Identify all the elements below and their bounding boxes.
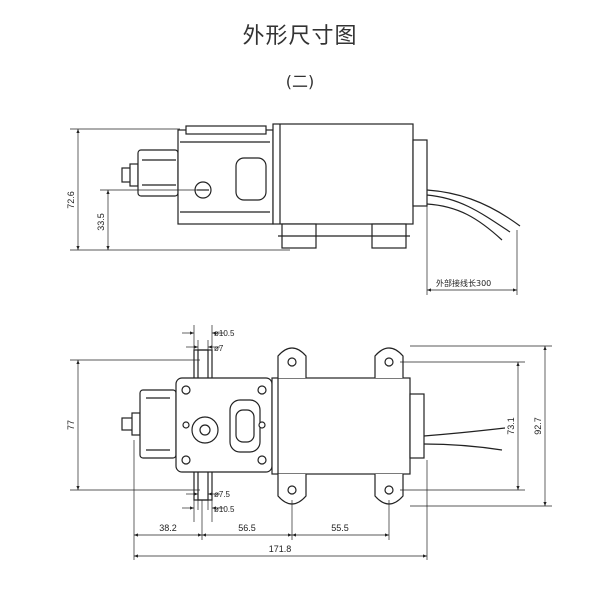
dim-seg-56-5: 56.5 bbox=[238, 523, 256, 533]
mount-ear-bl bbox=[277, 474, 307, 505]
side-dimensions bbox=[70, 128, 518, 295]
motor-endcap bbox=[412, 139, 428, 207]
dia-inner-top: ø7 bbox=[214, 344, 224, 353]
outlet-port-bottom bbox=[193, 469, 213, 501]
page-subtitle: (二) bbox=[285, 72, 315, 91]
mount-ear-tl bbox=[277, 347, 307, 378]
dim-seg-55-5: 55.5 bbox=[331, 523, 349, 533]
motor-body bbox=[272, 123, 414, 225]
top-dimensions bbox=[70, 325, 552, 560]
top-view bbox=[121, 347, 506, 505]
top-motor-endcap bbox=[409, 393, 425, 459]
dia-inner-bottom: ø7.5 bbox=[214, 490, 231, 499]
mount-ear-tr bbox=[374, 347, 404, 378]
wire-length-note: 外部接线长300 bbox=[436, 278, 491, 288]
outlet-port-top bbox=[193, 349, 213, 381]
top-pump-head bbox=[139, 389, 177, 459]
dim-total-171-8: 171.8 bbox=[269, 544, 292, 554]
side-view bbox=[121, 123, 521, 249]
top-motor-body bbox=[271, 377, 411, 475]
pump-head bbox=[137, 149, 179, 197]
dim-axis-33-5: 33.5 bbox=[96, 213, 106, 231]
dim-width-92-7: 92.7 bbox=[533, 417, 543, 435]
dim-seg-38-2: 38.2 bbox=[159, 523, 177, 533]
dim-mount-73-1: 73.1 bbox=[506, 417, 516, 435]
dia-outer-bottom: ø10.5 bbox=[214, 505, 235, 514]
dia-outer-top: ø10.5 bbox=[214, 329, 235, 338]
dim-width-77: 77 bbox=[66, 420, 76, 430]
page-title: 外形尺寸图 bbox=[242, 24, 358, 49]
mount-ear-br bbox=[374, 474, 404, 505]
dim-height-72-6: 72.6 bbox=[66, 191, 76, 209]
